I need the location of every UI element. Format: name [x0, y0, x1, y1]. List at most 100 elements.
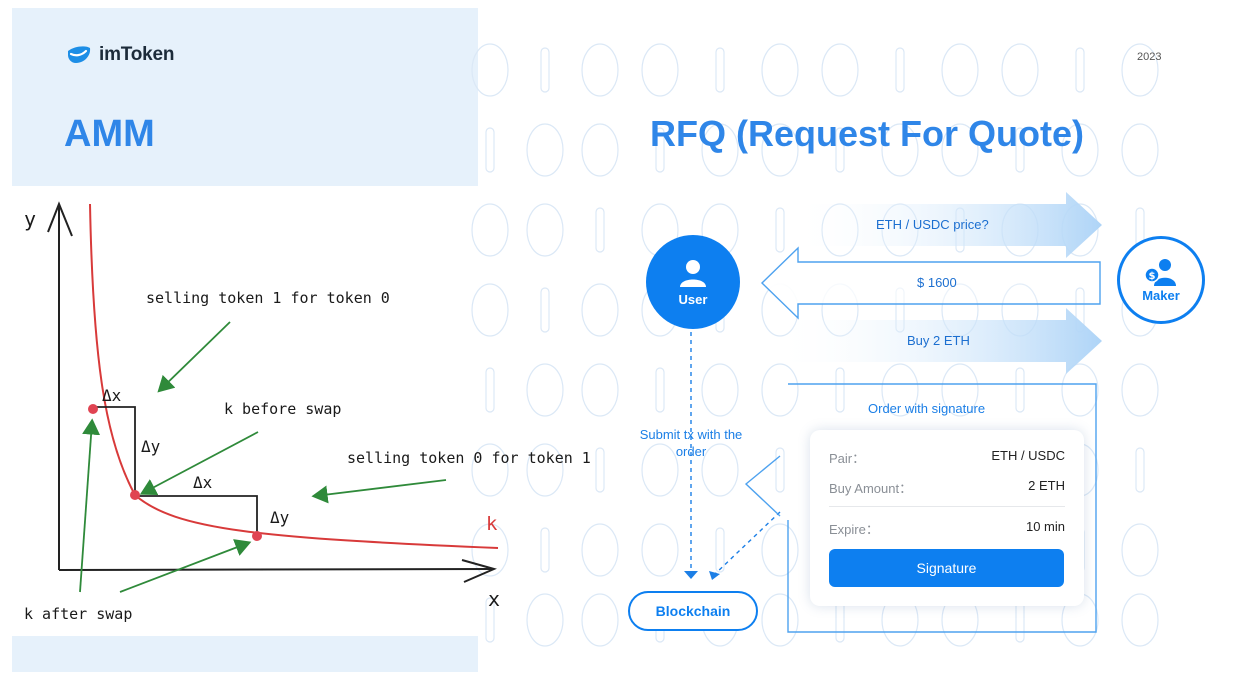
point-b: [130, 490, 140, 500]
user-node: User: [646, 235, 740, 329]
pattern-oval: [1001, 43, 1039, 97]
pattern-bar: [595, 207, 605, 253]
dy-label-1: Δy: [141, 437, 161, 456]
pattern-oval: [761, 363, 799, 417]
order-row-value: 2 ETH: [1028, 478, 1065, 493]
pattern-oval: [701, 443, 739, 497]
pattern-bar: [835, 127, 845, 173]
pattern-bar: [485, 597, 495, 643]
pattern-bar: [715, 47, 725, 93]
svg-text:$: $: [1149, 271, 1156, 282]
order-row-value: ETH / USDC: [991, 448, 1065, 463]
pattern-oval: [761, 593, 799, 647]
pattern-oval: [941, 363, 979, 417]
pattern-bar: [540, 47, 550, 93]
pattern-bar: [895, 47, 905, 93]
pattern-oval: [471, 203, 509, 257]
blockchain-node: Blockchain: [628, 591, 758, 631]
pattern-oval: [761, 523, 799, 577]
pattern-oval: [821, 43, 859, 97]
y-axis-arrowhead: [47, 201, 73, 237]
arrow-price-query: [790, 192, 1102, 258]
brand-logo: imToken: [66, 44, 175, 66]
pattern-oval: [581, 43, 619, 97]
green-arrow-5: [119, 539, 252, 593]
order-divider: [829, 506, 1065, 507]
order-row-key: Expire：: [829, 522, 879, 537]
pattern-oval: [471, 43, 509, 97]
arrow-price-reply: [760, 246, 1101, 320]
order-row-pair: Pair： ETH / USDC: [829, 448, 1065, 467]
signature-button[interactable]: Signature: [829, 549, 1064, 587]
k-curve-label: k: [486, 513, 498, 535]
pattern-bar: [540, 527, 550, 573]
pattern-oval: [761, 123, 799, 177]
order-frame-notch: [744, 455, 781, 517]
pattern-oval: [761, 43, 799, 97]
pattern-bar: [655, 127, 665, 173]
pattern-oval: [526, 203, 564, 257]
green-arrow-2: [139, 431, 259, 496]
pattern-bar: [775, 207, 785, 253]
annotation-selling-1-for-0: selling token 1 for token 0: [146, 289, 390, 307]
dx-label-1: Δx: [102, 386, 122, 405]
order-row-expire: Expire： 10 min: [829, 519, 1065, 538]
pattern-oval: [881, 363, 919, 417]
x-axis: [58, 568, 493, 571]
maker-icon: $: [1144, 258, 1176, 286]
dashed-user-arrowhead: [684, 571, 698, 579]
pattern-oval: [941, 123, 979, 177]
maker-label: Maker: [1142, 287, 1180, 303]
annotation-k-after: k after swap: [24, 605, 132, 623]
pattern-oval: [526, 123, 564, 177]
pattern-oval: [1061, 123, 1099, 177]
order-card: Pair： ETH / USDC Buy Amount： 2 ETH Expir…: [810, 430, 1084, 606]
point-a: [88, 404, 98, 414]
dashed-order-to-chain: [714, 511, 781, 575]
pattern-bar: [655, 367, 665, 413]
amm-title: AMM: [64, 113, 155, 155]
point-c: [252, 531, 262, 541]
pattern-bar: [775, 447, 785, 493]
pattern-oval: [941, 43, 979, 97]
year-label: 2023: [1137, 51, 1162, 63]
pattern-oval: [581, 283, 619, 337]
pattern-oval: [581, 593, 619, 647]
pattern-bar: [595, 447, 605, 493]
pattern-oval: [641, 443, 679, 497]
green-arrow-3: [311, 479, 447, 504]
submit-tx-label: Submit tx with the order: [639, 427, 743, 459]
pattern-oval: [471, 283, 509, 337]
pattern-oval: [471, 443, 509, 497]
pattern-bar: [485, 127, 495, 173]
pattern-oval: [1121, 363, 1159, 417]
pattern-bar: [1015, 367, 1025, 413]
pattern-bar: [835, 367, 845, 413]
pattern-oval: [1121, 123, 1159, 177]
amm-footer-panel: [12, 636, 478, 672]
order-row-amount: Buy Amount： 2 ETH: [829, 478, 1065, 497]
order-title: Order with signature: [868, 401, 986, 416]
x-axis-label: x: [488, 587, 500, 611]
annotation-selling-0-for-1: selling token 0 for token 1: [347, 449, 591, 467]
step-1: [93, 406, 136, 494]
dx-label-2: Δx: [193, 473, 213, 492]
arrow-buy: [770, 308, 1102, 374]
pattern-bar: [1075, 47, 1085, 93]
pattern-oval: [1121, 523, 1159, 577]
step-2: [135, 495, 258, 536]
pattern-oval: [1121, 593, 1159, 647]
user-icon: [680, 259, 706, 287]
pattern-oval: [581, 123, 619, 177]
rfq-title: RFQ (Request For Quote): [650, 113, 1084, 154]
pattern-bar: [485, 367, 495, 413]
pattern-oval: [526, 443, 564, 497]
pattern-bar: [1015, 127, 1025, 173]
user-label: User: [678, 291, 708, 307]
arrow-label-buy: Buy 2 ETH: [907, 333, 970, 348]
pattern-oval: [641, 43, 679, 97]
maker-node: $ Maker: [1117, 236, 1205, 324]
pattern-oval: [701, 123, 739, 177]
order-row-key: Buy Amount：: [829, 481, 913, 496]
